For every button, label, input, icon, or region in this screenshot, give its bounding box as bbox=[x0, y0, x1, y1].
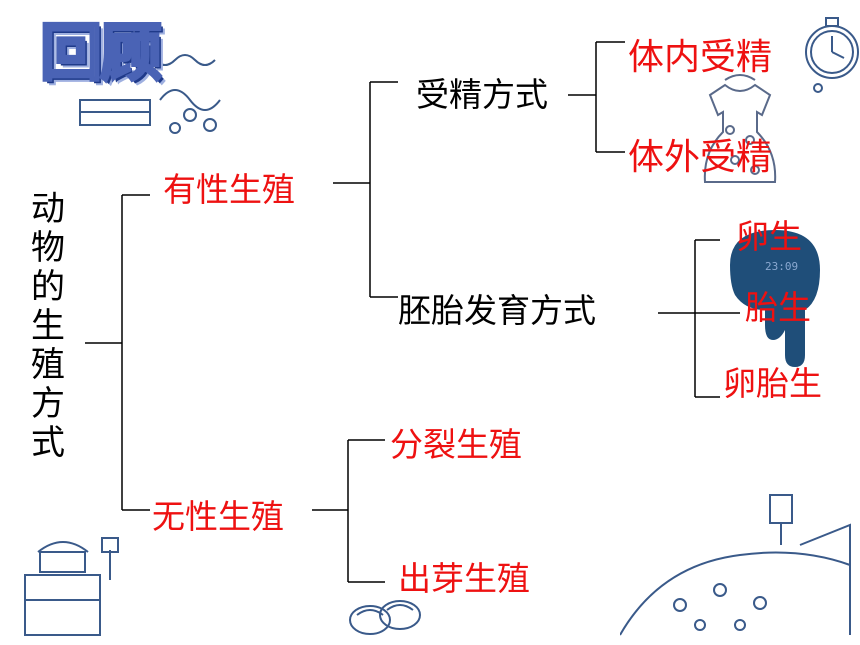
dress-illustration bbox=[703, 74, 777, 183]
root-label: 动物的生殖方式 bbox=[31, 189, 65, 463]
ovoviviparous-label: 卵胎生 bbox=[723, 364, 822, 403]
internal-fertilization-label: 体内受精 bbox=[628, 37, 773, 78]
bookshelf-illustration bbox=[79, 54, 221, 134]
viviparous-label: 胎生 bbox=[745, 288, 811, 327]
svg-text:23:09: 23:09 bbox=[765, 260, 798, 273]
bed-illustration bbox=[620, 494, 851, 636]
fission-reproduction-label: 分裂生殖 bbox=[390, 425, 522, 464]
ink-splash-illustration: 23:09 bbox=[730, 230, 820, 367]
fertilization-method-label: 受精方式 bbox=[416, 75, 548, 114]
page-title: 回顾 bbox=[38, 16, 163, 89]
clock-illustration bbox=[805, 17, 859, 93]
sexual-reproduction-label: 有性生殖 bbox=[163, 170, 295, 209]
asexual-reproduction-label: 无性生殖 bbox=[152, 497, 284, 536]
oviparous-label: 卵生 bbox=[736, 217, 802, 256]
embryo-development-label: 胚胎发育方式 bbox=[398, 291, 596, 330]
budding-reproduction-label: 出芽生殖 bbox=[398, 559, 530, 598]
slippers-illustration bbox=[349, 600, 421, 635]
external-fertilization-label: 体外受精 bbox=[628, 137, 773, 178]
telephone-table-illustration bbox=[24, 537, 119, 636]
